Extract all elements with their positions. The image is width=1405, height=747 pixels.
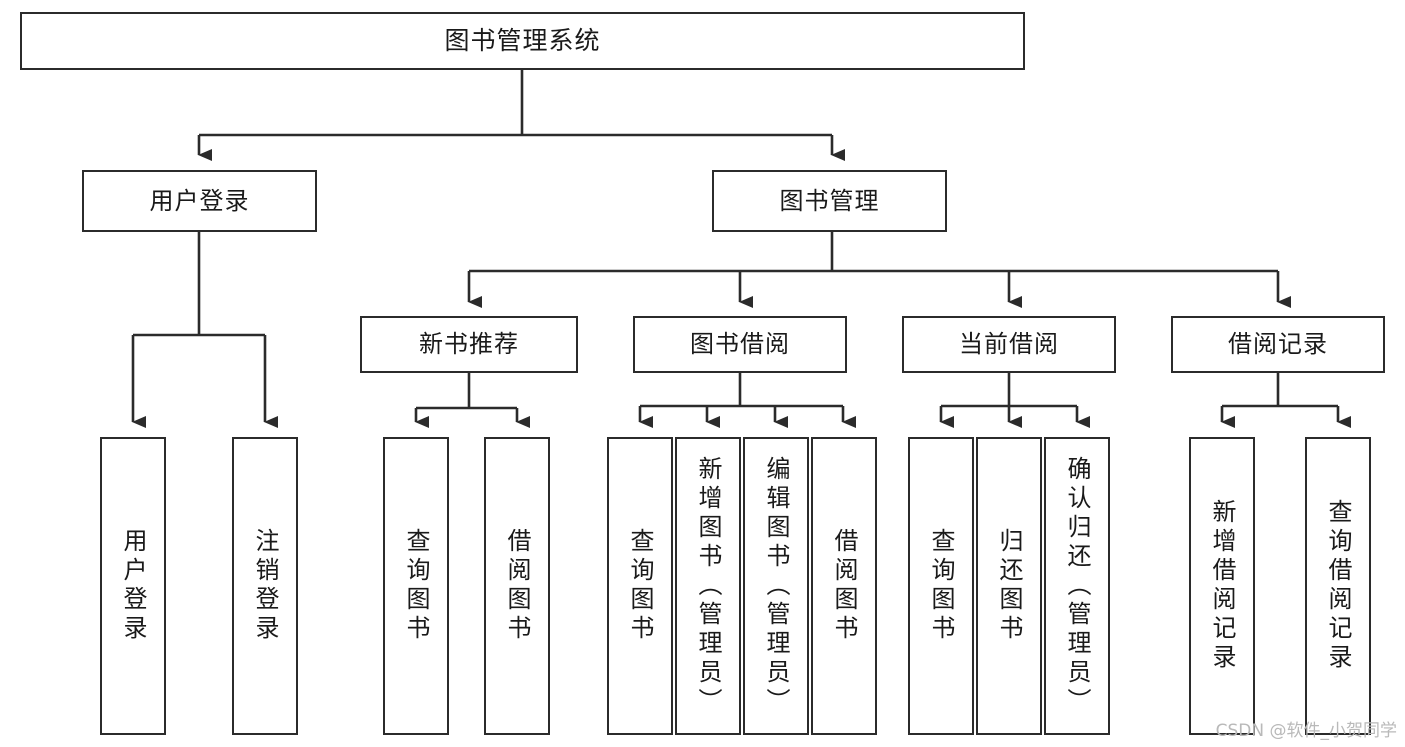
node-label: 借阅记录 [1228,330,1328,359]
node-user-login[interactable]: 用户登录 [82,170,317,232]
node-label: 图书管理系统 [444,26,601,55]
node-label: 归还图书 [995,528,1023,644]
node-label: 图书管理 [779,186,880,215]
node-label: 新增借阅记录 [1208,499,1236,673]
node-label: 查询图书 [402,528,430,644]
node-label: 查询图书 [927,528,955,644]
node-label: 确认归还（管理员） [1063,455,1091,717]
node-label: 查询借阅记录 [1324,499,1352,673]
leaf-query-book-borrow[interactable]: 查询图书 [607,437,673,735]
leaf-user-login[interactable]: 用户登录 [100,437,166,735]
node-label: 图书借阅 [690,330,790,359]
leaf-borrow-book[interactable]: 借阅图书 [811,437,877,735]
node-book-borrow[interactable]: 图书借阅 [633,316,847,373]
node-label: 当前借阅 [959,330,1059,359]
leaf-edit-book-admin[interactable]: 编辑图书（管理员） [743,437,809,735]
leaf-add-borrow-record[interactable]: 新增借阅记录 [1189,437,1255,735]
leaf-add-book-admin[interactable]: 新增图书（管理员） [675,437,741,735]
leaf-query-book-recommend[interactable]: 查询图书 [383,437,449,735]
leaf-query-book-current[interactable]: 查询图书 [908,437,974,735]
node-label: 查询图书 [626,528,654,644]
leaf-query-borrow-record[interactable]: 查询借阅记录 [1305,437,1371,735]
node-label: 新增图书（管理员） [694,455,722,717]
node-label: 编辑图书（管理员） [762,455,790,717]
leaf-return-book[interactable]: 归还图书 [976,437,1042,735]
leaf-confirm-return-admin[interactable]: 确认归还（管理员） [1044,437,1110,735]
node-borrow-record[interactable]: 借阅记录 [1171,316,1385,373]
node-root-book-management-system[interactable]: 图书管理系统 [20,12,1025,70]
node-label: 注销登录 [251,528,279,644]
node-new-book-recommend[interactable]: 新书推荐 [360,316,578,373]
csdn-watermark: CSDN @软件_小贺同学 [1215,721,1397,741]
node-book-management[interactable]: 图书管理 [712,170,947,232]
leaf-borrow-book-recommend[interactable]: 借阅图书 [484,437,550,735]
node-label: 用户登录 [119,528,147,644]
node-current-borrow[interactable]: 当前借阅 [902,316,1116,373]
node-label: 新书推荐 [419,330,519,359]
leaf-user-logout[interactable]: 注销登录 [232,437,298,735]
node-label: 借阅图书 [503,528,531,644]
node-label: 借阅图书 [830,528,858,644]
node-label: 用户登录 [149,186,250,215]
